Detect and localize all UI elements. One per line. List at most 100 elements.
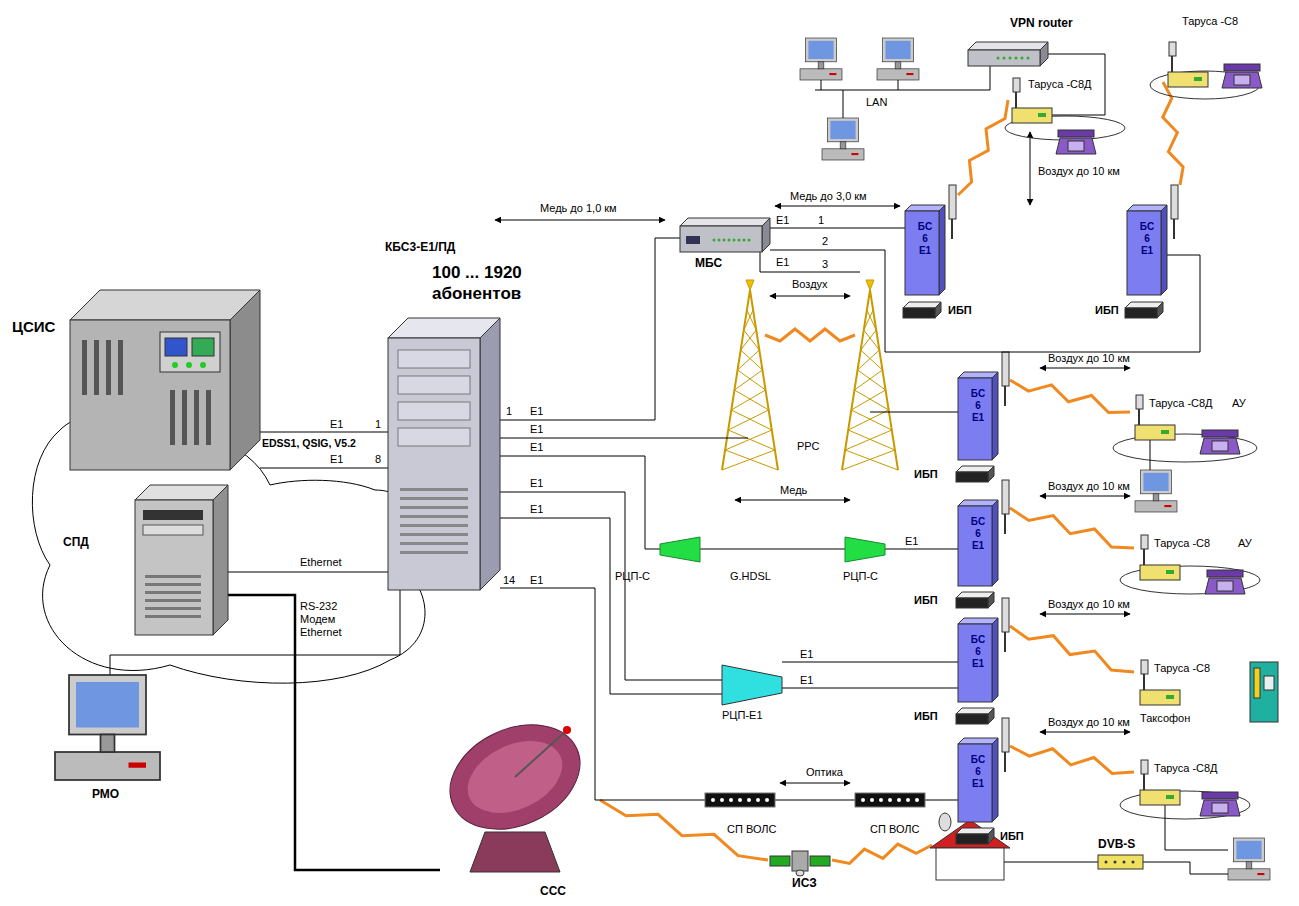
ups-box xyxy=(956,598,988,608)
computer-stand xyxy=(1153,494,1159,501)
base-station-body xyxy=(992,372,998,460)
tower-brace xyxy=(738,370,766,390)
device-label: МБС xyxy=(695,256,722,270)
fiber-mux: СП ВОЛС xyxy=(705,793,775,807)
computer-case xyxy=(822,149,864,160)
tower-leg xyxy=(722,290,750,470)
device-label: ССС xyxy=(540,884,566,898)
device-label: ИСЗ xyxy=(792,876,817,890)
ups-box xyxy=(956,472,988,482)
base-station-body xyxy=(958,378,992,460)
link-label: АУ xyxy=(1232,397,1246,410)
antenna-panel xyxy=(1002,480,1009,514)
fiber-port xyxy=(729,798,733,802)
ups-label: ИБП xyxy=(1095,304,1119,317)
cable xyxy=(1143,862,1228,874)
fiber-port xyxy=(756,798,760,802)
computer xyxy=(55,675,160,780)
connector xyxy=(500,412,958,438)
link-label: E1 xyxy=(530,574,543,587)
router-led xyxy=(997,57,1000,60)
lan-bus xyxy=(990,66,991,90)
lan-drop xyxy=(821,80,822,90)
regenerator-icon xyxy=(845,537,885,562)
fiber-port xyxy=(747,798,751,802)
computer-led xyxy=(906,73,913,75)
antenna-panel xyxy=(1002,352,1009,386)
tower-antenna xyxy=(746,280,754,290)
tower-brace xyxy=(744,310,753,330)
computer-stand xyxy=(840,142,846,149)
terminal-led xyxy=(1166,570,1174,574)
regenerator-icon xyxy=(660,537,700,562)
dimension-arrow xyxy=(1040,614,1130,615)
server-body xyxy=(213,485,228,635)
computer-led xyxy=(129,763,147,768)
vpn-router-icon xyxy=(968,42,1048,66)
device-label: Таруса -С8Д xyxy=(1149,397,1213,410)
dish-inner xyxy=(456,727,574,827)
vent-slot xyxy=(170,390,175,445)
connector xyxy=(500,456,660,549)
dimension-arrow xyxy=(1040,732,1130,733)
computer-screen xyxy=(830,121,855,139)
telephone xyxy=(1200,430,1240,454)
cabinet-screen xyxy=(192,338,214,356)
device-label: СПД xyxy=(63,535,89,549)
tower-brace xyxy=(728,430,775,450)
tower-grille xyxy=(400,551,468,554)
base-station-body xyxy=(958,618,998,624)
tower-brace xyxy=(851,410,891,430)
vent-slot xyxy=(182,390,187,445)
link-label: E1 xyxy=(330,418,343,431)
computer xyxy=(800,38,842,80)
ups-label: ИБП xyxy=(914,710,938,723)
ups-box xyxy=(988,466,994,482)
tower-brace xyxy=(845,450,898,470)
link-label: E1 xyxy=(330,453,343,466)
subscriber-terminal: Таруса -С8 xyxy=(1140,690,1180,705)
radio-link xyxy=(1010,626,1134,672)
ups-unit xyxy=(903,302,941,318)
device-label: Таруса -С8Д xyxy=(1028,78,1092,91)
link-label: Медь xyxy=(780,484,807,497)
connector xyxy=(228,595,440,870)
device-led xyxy=(748,239,751,242)
computer-case xyxy=(1135,501,1177,512)
lan-drop xyxy=(843,90,844,118)
device-label: Таруса -С8 xyxy=(1154,537,1210,550)
terminal-body xyxy=(1135,425,1175,440)
fiber-port xyxy=(888,798,892,802)
link-label: Воздух до 10 км xyxy=(1048,480,1130,493)
tower-brace xyxy=(845,430,892,450)
computer-monitor xyxy=(1141,470,1172,494)
fiber-port xyxy=(738,798,742,802)
phone-handset xyxy=(1224,64,1260,71)
device-body xyxy=(680,226,762,252)
connector xyxy=(782,662,958,663)
computer-case xyxy=(800,69,842,80)
house-wall xyxy=(936,848,1004,880)
computer-led xyxy=(851,153,858,155)
fiber-port xyxy=(720,798,724,802)
base-station: БС 6 Е1 xyxy=(1127,205,1167,295)
cord-loop xyxy=(1120,566,1260,594)
fiber-port xyxy=(870,798,874,802)
tower-brace xyxy=(731,390,765,410)
link-label: RS-232 Модем Ethernet xyxy=(300,600,350,639)
antenna-panel xyxy=(1002,718,1009,752)
switch-cabinet-icon xyxy=(70,290,260,470)
satellite-antenna xyxy=(796,870,804,876)
antenna-panel xyxy=(1002,598,1009,632)
dimension-arrow xyxy=(780,783,850,784)
terminal-led xyxy=(1166,795,1174,799)
fiber-port xyxy=(879,798,883,802)
antenna-panel xyxy=(1141,760,1148,774)
link-label: Воздух до 10 км xyxy=(1048,716,1130,729)
tower-brace xyxy=(851,390,885,410)
drive-bay xyxy=(398,350,470,368)
router-led xyxy=(1015,57,1018,60)
router-body xyxy=(968,50,1040,66)
regenerator: РЦП-С xyxy=(660,537,700,562)
